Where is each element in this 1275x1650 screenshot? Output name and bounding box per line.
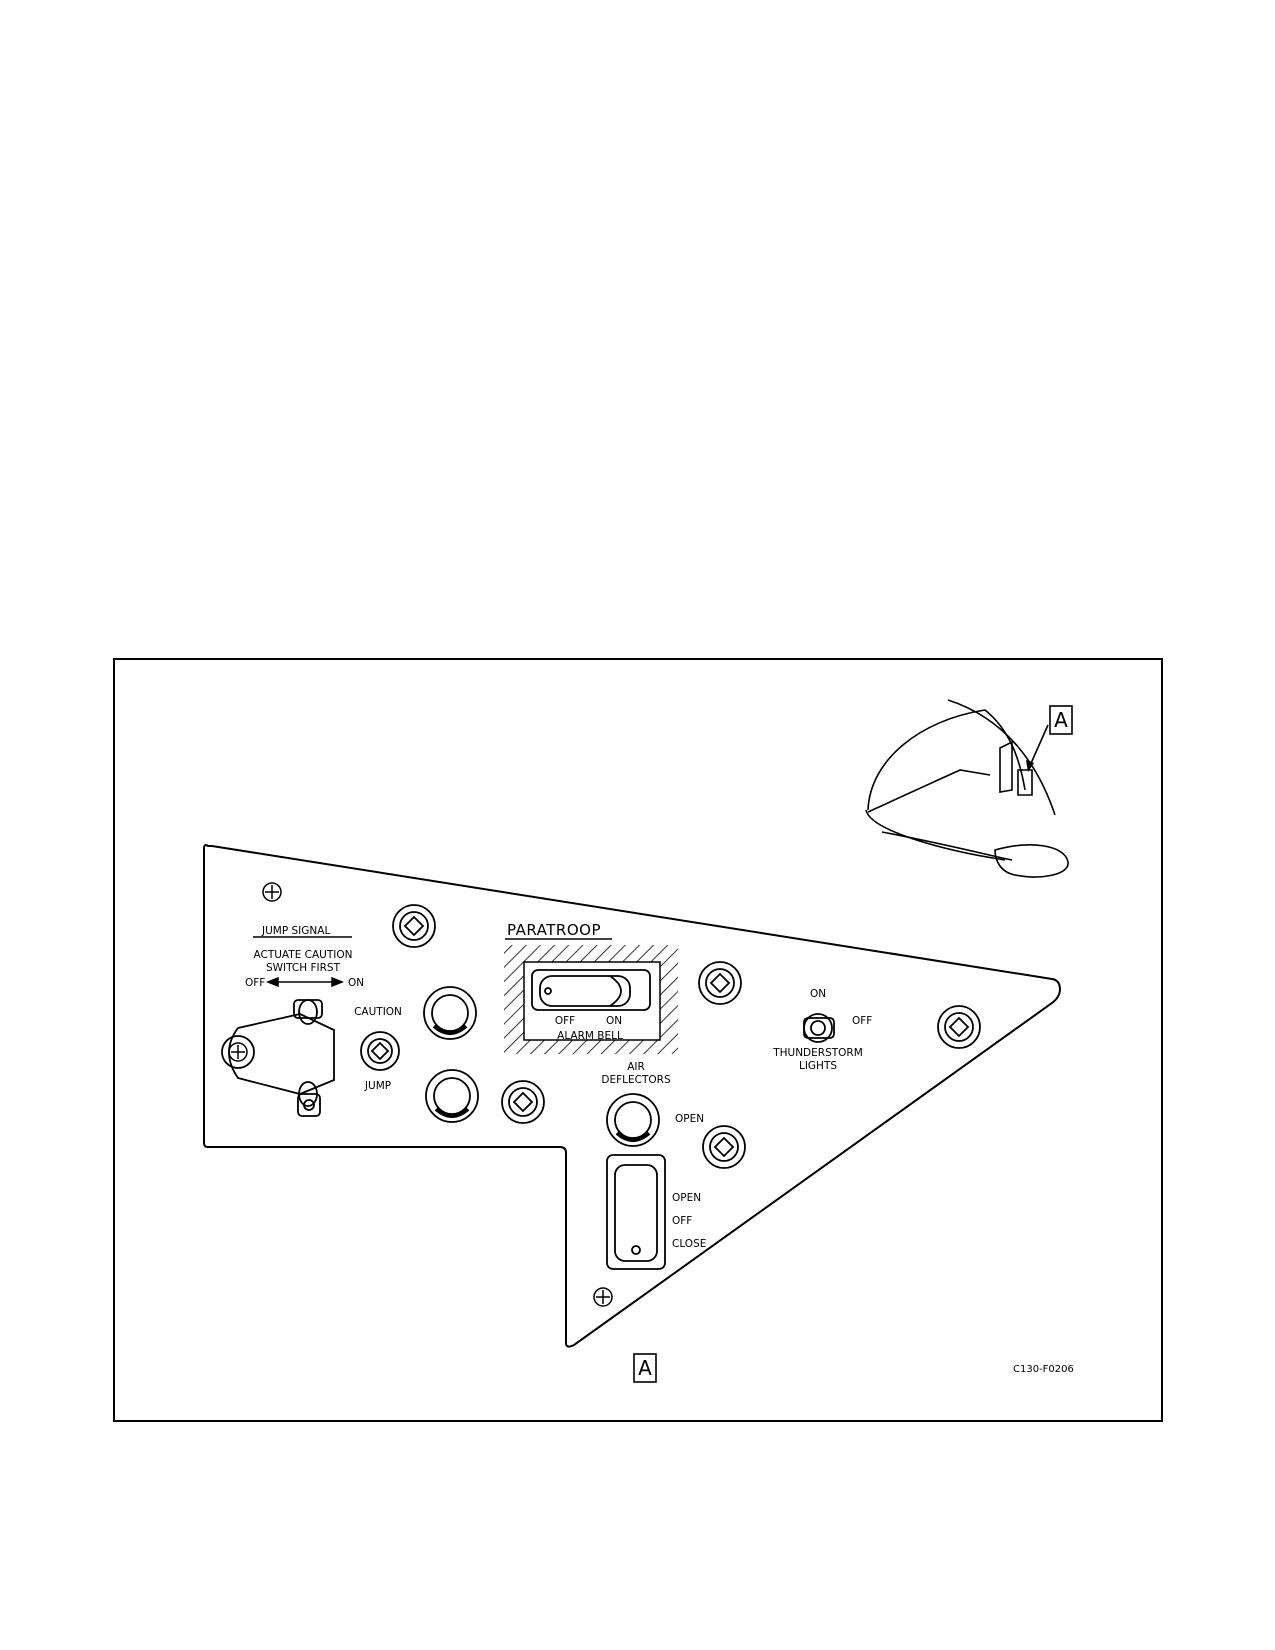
actuate-caution-label: ACTUATE CAUTION bbox=[253, 949, 352, 961]
mounting-screw bbox=[228, 1042, 248, 1062]
air-deflector-switch-off-label: OFF bbox=[672, 1215, 692, 1227]
mounting-screw bbox=[262, 882, 282, 902]
air-deflector-open-indicator-label: OPEN bbox=[675, 1113, 704, 1125]
air-deflector-switch-guard[interactable] bbox=[606, 1154, 666, 1270]
lights-label: LIGHTS bbox=[799, 1060, 837, 1072]
alarm-bell-guard-area bbox=[504, 945, 678, 1054]
air-deflector-indicator-knob[interactable] bbox=[606, 1093, 660, 1147]
view-caption-letter: A bbox=[638, 1356, 652, 1380]
panel-fastener bbox=[937, 1005, 981, 1049]
thunderstorm-off-label: OFF bbox=[852, 1015, 872, 1027]
control-panel-outline bbox=[203, 844, 1061, 1348]
locator-arrowhead bbox=[1026, 760, 1034, 772]
dimmer-knob[interactable] bbox=[423, 986, 477, 1040]
jump-signal-switch-guard[interactable] bbox=[221, 1013, 335, 1095]
locator-callout-letter: A bbox=[1054, 708, 1068, 732]
aircraft-nose-locator bbox=[865, 699, 1069, 878]
alarm-bell-label: ALARM BELL bbox=[557, 1030, 623, 1042]
panel-fastener bbox=[392, 904, 436, 948]
paratroop-heading: PARATROOP bbox=[507, 921, 601, 939]
jump-off-label: OFF bbox=[245, 977, 265, 989]
caution-jump-light bbox=[360, 1031, 400, 1071]
locator-callout-box bbox=[1049, 705, 1073, 735]
figure-id: C130-F0206 bbox=[1013, 1364, 1074, 1375]
panel-fastener bbox=[698, 961, 742, 1005]
mounting-screw bbox=[593, 1287, 613, 1307]
air-deflector-switch-close-label: CLOSE bbox=[672, 1238, 706, 1250]
panel-fastener bbox=[702, 1125, 746, 1169]
figure-border bbox=[113, 658, 1163, 1422]
alarm-bell-off-label: OFF bbox=[555, 1015, 575, 1027]
jump-signal-heading: JUMP SIGNAL bbox=[261, 925, 330, 937]
thunderstorm-label: THUNDERSTORM bbox=[772, 1047, 863, 1059]
jump-label: JUMP bbox=[364, 1080, 391, 1092]
jump-signal-toggle-switch[interactable] bbox=[293, 999, 323, 1117]
switch-first-label: SWITCH FIRST bbox=[266, 962, 341, 974]
jump-on-label: ON bbox=[348, 977, 364, 989]
view-caption-box bbox=[633, 1353, 657, 1383]
deflectors-label: DEFLECTORS bbox=[601, 1074, 671, 1086]
off-on-arrow bbox=[265, 976, 345, 988]
dimmer-knob[interactable] bbox=[425, 1069, 479, 1123]
air-deflector-switch-open-label: OPEN bbox=[672, 1192, 701, 1204]
thunderstorm-lights-toggle[interactable] bbox=[803, 1013, 835, 1043]
alarm-bell-switch[interactable] bbox=[539, 975, 631, 1007]
thunderstorm-on-label: ON bbox=[810, 988, 826, 1000]
caution-label: CAUTION bbox=[354, 1006, 402, 1018]
alarm-bell-on-label: ON bbox=[606, 1015, 622, 1027]
panel-fastener bbox=[501, 1080, 545, 1124]
air-label: AIR bbox=[627, 1061, 645, 1073]
